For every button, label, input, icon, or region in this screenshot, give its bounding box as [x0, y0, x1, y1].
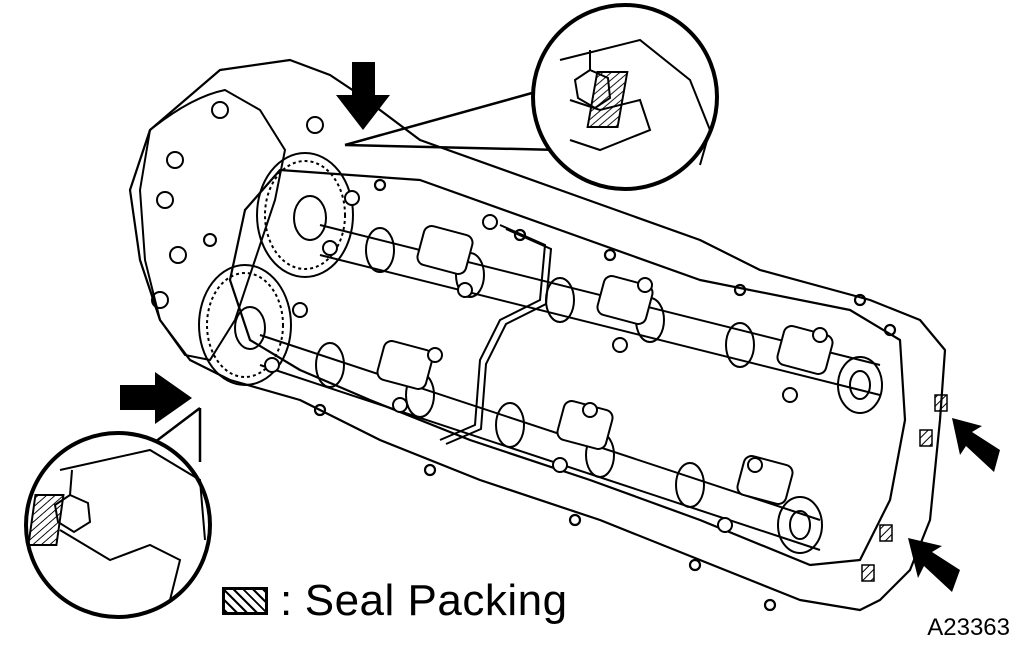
bearing-caps	[264, 190, 834, 533]
hatched-square-icon	[222, 587, 268, 615]
arrow-left-icon-upper	[952, 418, 1000, 472]
lower-seal-detail	[24, 431, 212, 619]
legend: : Seal Packing	[222, 573, 568, 629]
legend-separator: :	[280, 576, 293, 625]
front-housing	[138, 88, 324, 362]
upper-camshaft-sprocket	[256, 152, 354, 278]
arrow-right-icon	[120, 372, 192, 424]
rear-seal-locations	[861, 394, 948, 582]
figure-id: A23363	[927, 614, 1010, 641]
callout-lines	[154, 86, 561, 462]
lower-camshaft-sprocket	[198, 264, 292, 386]
legend-label: Seal Packing	[304, 576, 568, 625]
arrow-down-icon	[336, 62, 390, 130]
oil-pipe	[439, 224, 553, 445]
upper-seal-detail	[531, 3, 719, 191]
arrow-left-icon-lower	[908, 538, 960, 592]
